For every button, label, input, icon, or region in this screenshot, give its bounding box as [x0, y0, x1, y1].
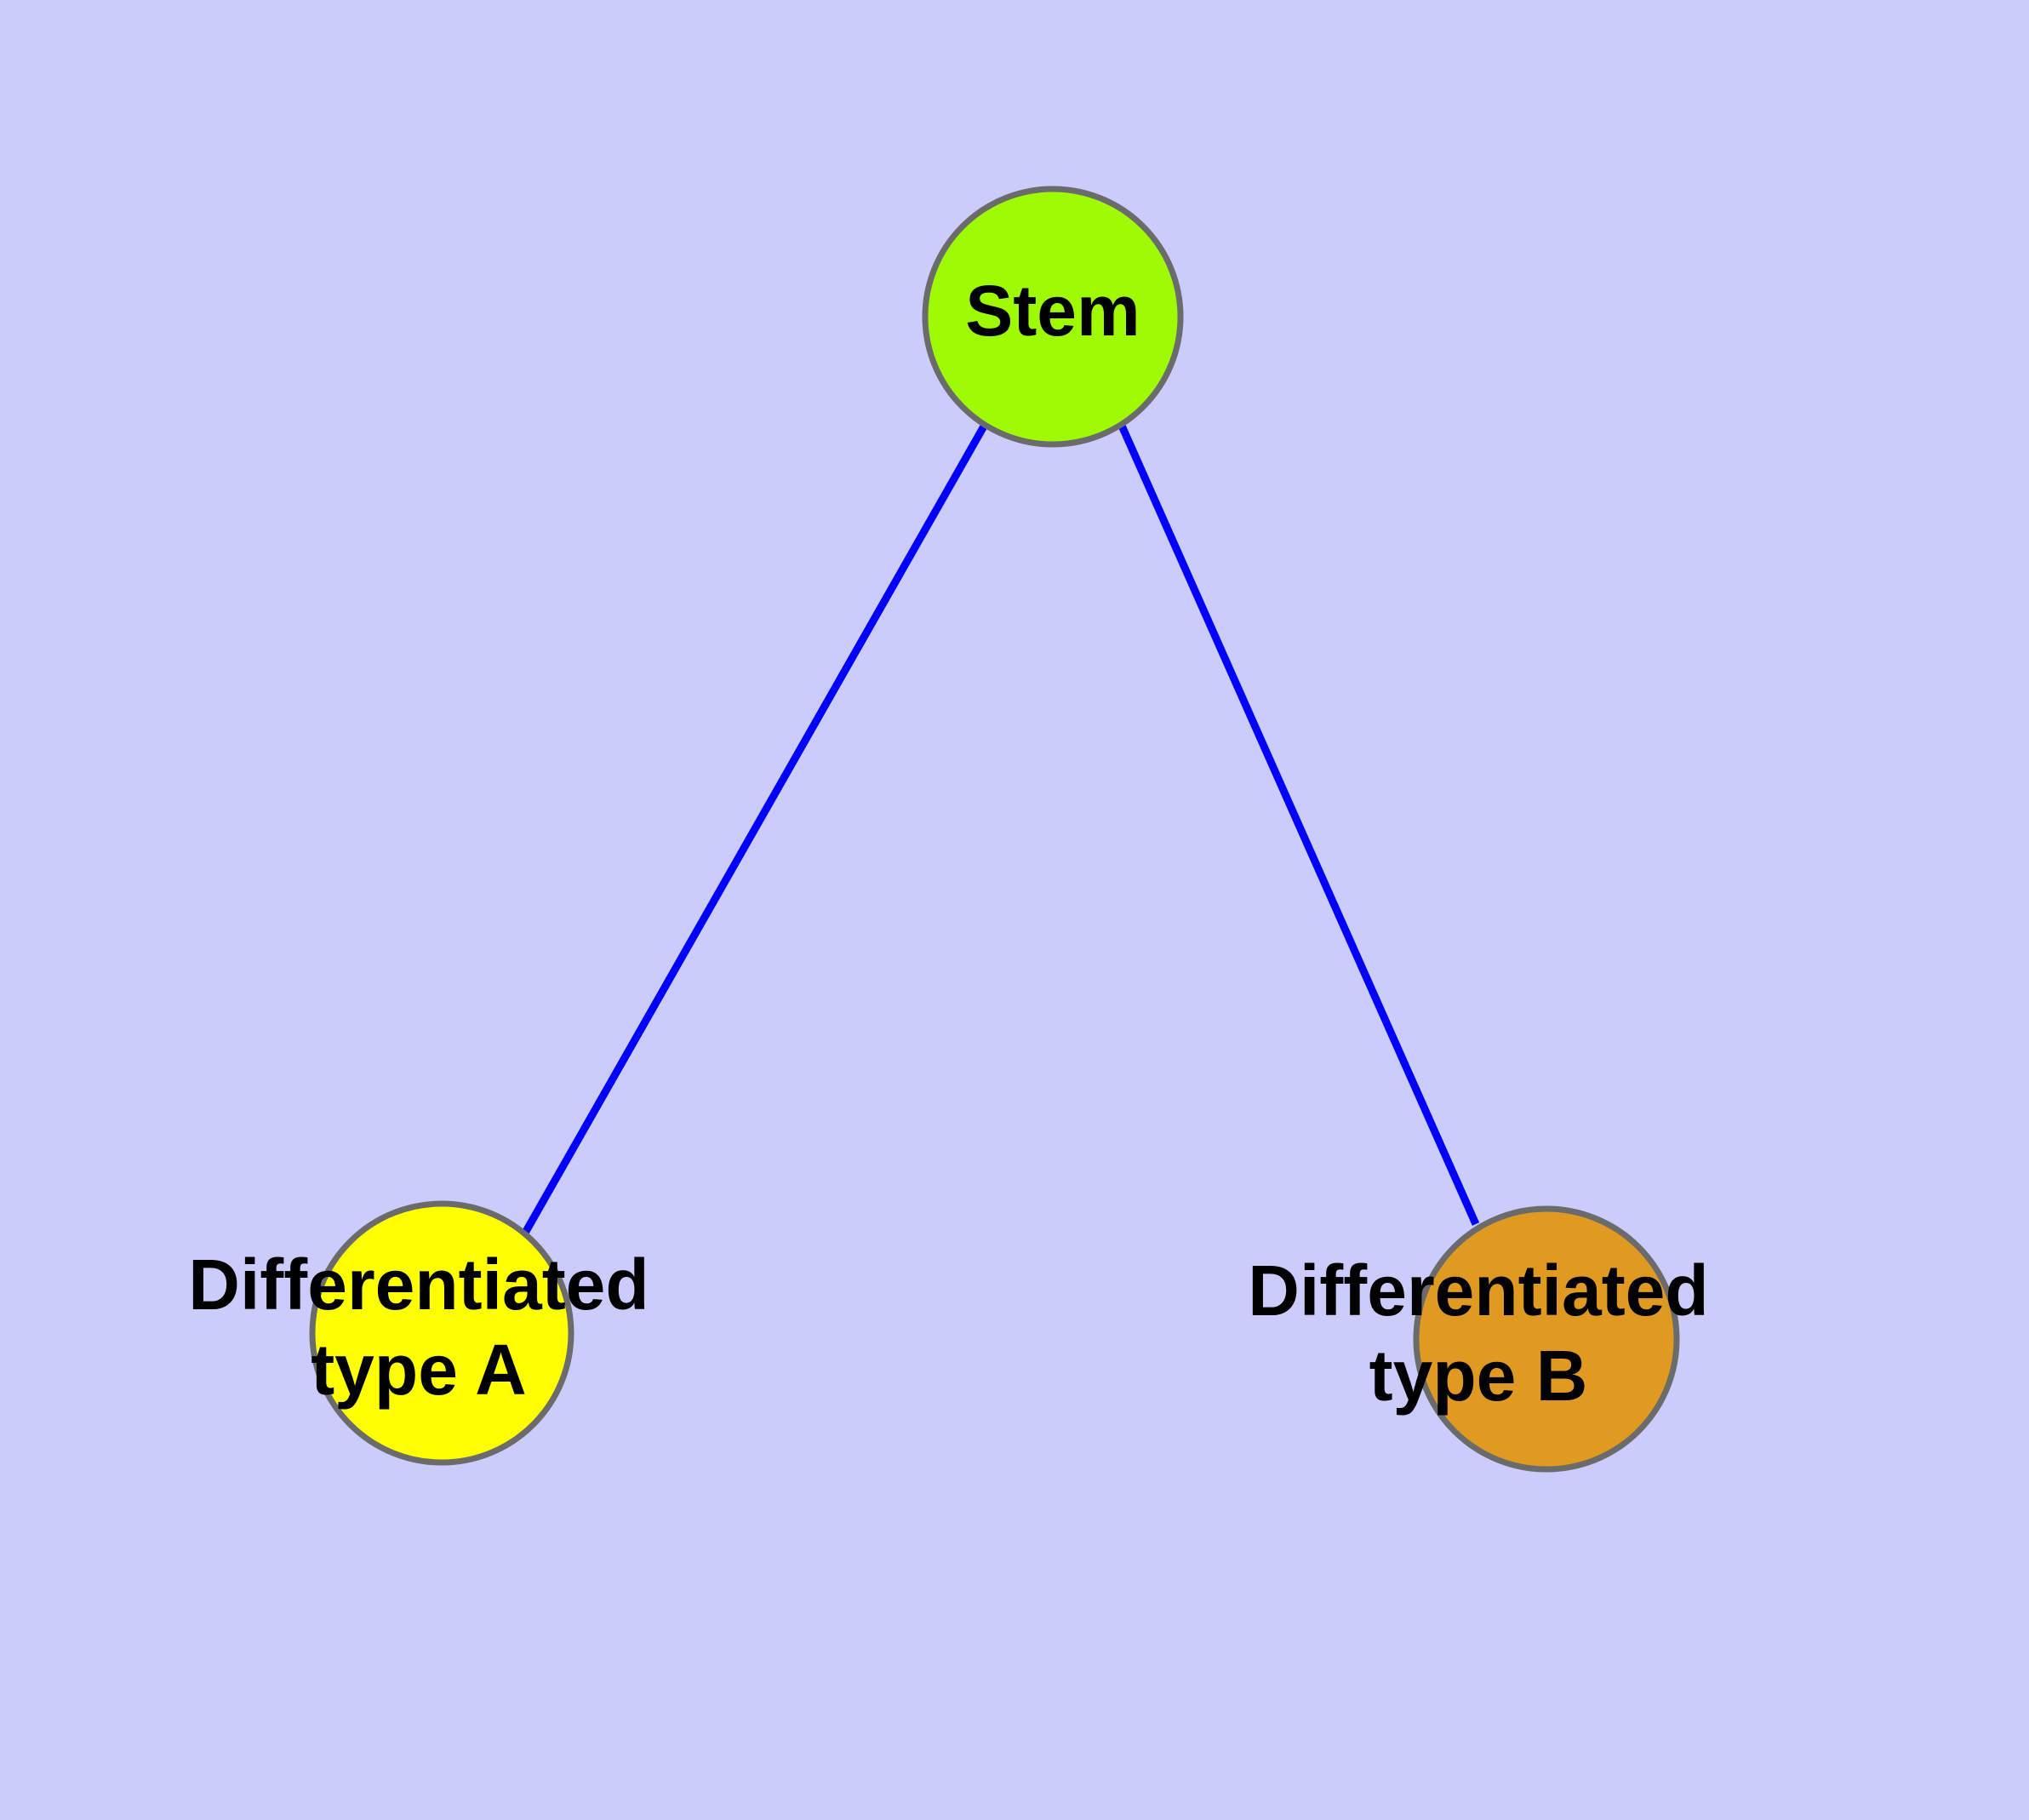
edge-stem-to-differentiated-type-a[interactable]	[521, 422, 988, 1237]
edge-stem-to-differentiated-type-b[interactable]	[1117, 424, 1480, 1226]
node-label-line: type B	[1369, 1336, 1588, 1416]
node-label-line: type A	[311, 1330, 527, 1410]
node-label-line: Stem	[965, 271, 1140, 351]
edges-group	[521, 422, 1480, 1237]
node-label-line: Differentiated	[1248, 1251, 1708, 1331]
node-label-stem: Stem	[965, 271, 1140, 351]
node-circle-differentiated-type-a[interactable]	[309, 1200, 574, 1466]
node-circle-stem[interactable]	[922, 186, 1184, 448]
node-circle-differentiated-type-b[interactable]	[1413, 1205, 1680, 1473]
node-label-line: Differentiated	[188, 1245, 649, 1325]
nodes-group	[309, 186, 1680, 1473]
